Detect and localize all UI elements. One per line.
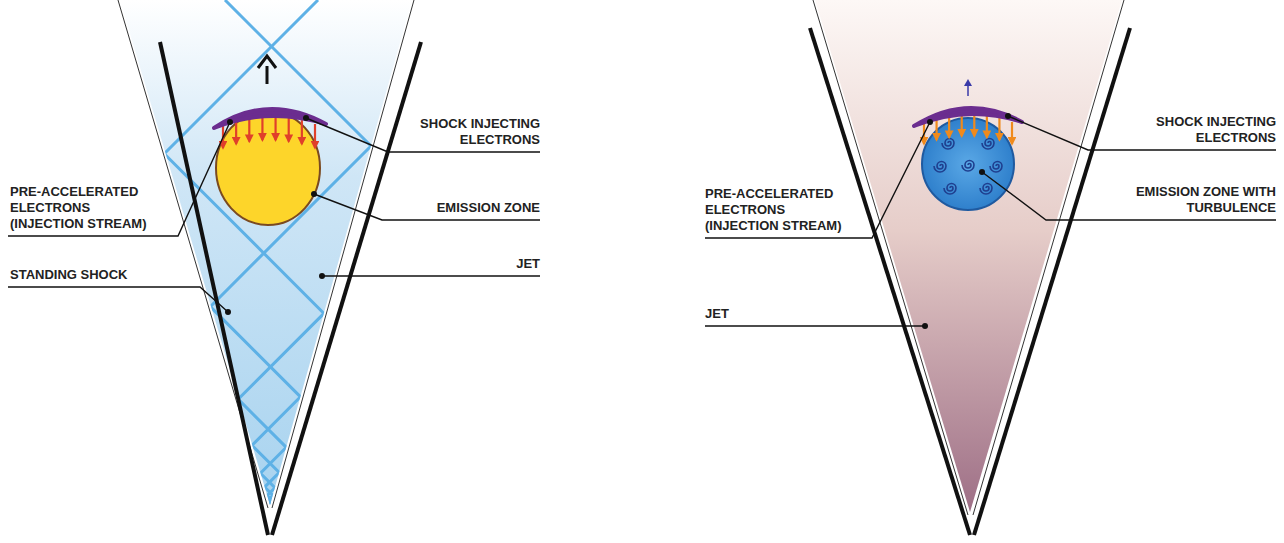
- shock-front: [214, 109, 326, 128]
- injection-arrow: [288, 117, 290, 141]
- injection-arrow: [948, 115, 950, 137]
- callout-label: SHOCK INJECTING ELECTRONS: [1126, 114, 1276, 146]
- shock-line: [210, 0, 371, 504]
- jet-cone: [120, 0, 412, 505]
- turbulent-emission-zone: [922, 118, 1014, 210]
- injection-arrow: [935, 118, 937, 140]
- injection-arrow: [235, 120, 237, 144]
- jet-cone: [815, 0, 1122, 512]
- shock-front: [914, 108, 1022, 126]
- callout-label: SHOCK INJECTING ELECTRONS: [390, 116, 540, 148]
- leader-lines: [705, 116, 1276, 326]
- callout-label: JET: [705, 306, 825, 322]
- callout-label: PRE-ACCELERATED ELECTRONS (INJECTION STR…: [705, 186, 855, 234]
- jet-wall: [974, 28, 1130, 535]
- turbulence-eddies: [934, 139, 1002, 195]
- injection-arrow: [314, 124, 316, 148]
- leader-dots: [922, 113, 1011, 329]
- leader-lines: [8, 118, 540, 312]
- jet-edge: [813, 0, 968, 515]
- motion-arrow-head: [964, 79, 972, 86]
- callout-label: EMISSION ZONE: [390, 200, 540, 216]
- callout-label: PRE-ACCELERATED ELECTRONS (INJECTION STR…: [10, 184, 160, 232]
- injection-arrow: [261, 116, 263, 140]
- jet-wall: [810, 28, 970, 535]
- injection-arrow: [301, 120, 303, 144]
- emission-zone: [216, 111, 320, 225]
- jet-edge: [272, 0, 414, 508]
- injection-arrow: [973, 114, 975, 136]
- injection-arrow: [986, 115, 988, 137]
- motion-arrow: [266, 66, 269, 84]
- jet-edge: [973, 0, 1124, 515]
- injection-arrow: [961, 114, 963, 136]
- standing-shock: [164, 0, 371, 504]
- callout-label: EMISSION ZONE WITH TURBULENCE: [1126, 184, 1276, 216]
- callout-label: JET: [440, 256, 540, 272]
- leader-dots: [225, 115, 325, 315]
- motion-arrow-head: [258, 56, 276, 68]
- injection-arrow: [998, 118, 1000, 140]
- injection-arrow: [1011, 122, 1013, 144]
- injection-arrow: [248, 117, 250, 141]
- callout-label: STANDING SHOCK: [10, 267, 190, 283]
- injection-arrow: [274, 116, 276, 140]
